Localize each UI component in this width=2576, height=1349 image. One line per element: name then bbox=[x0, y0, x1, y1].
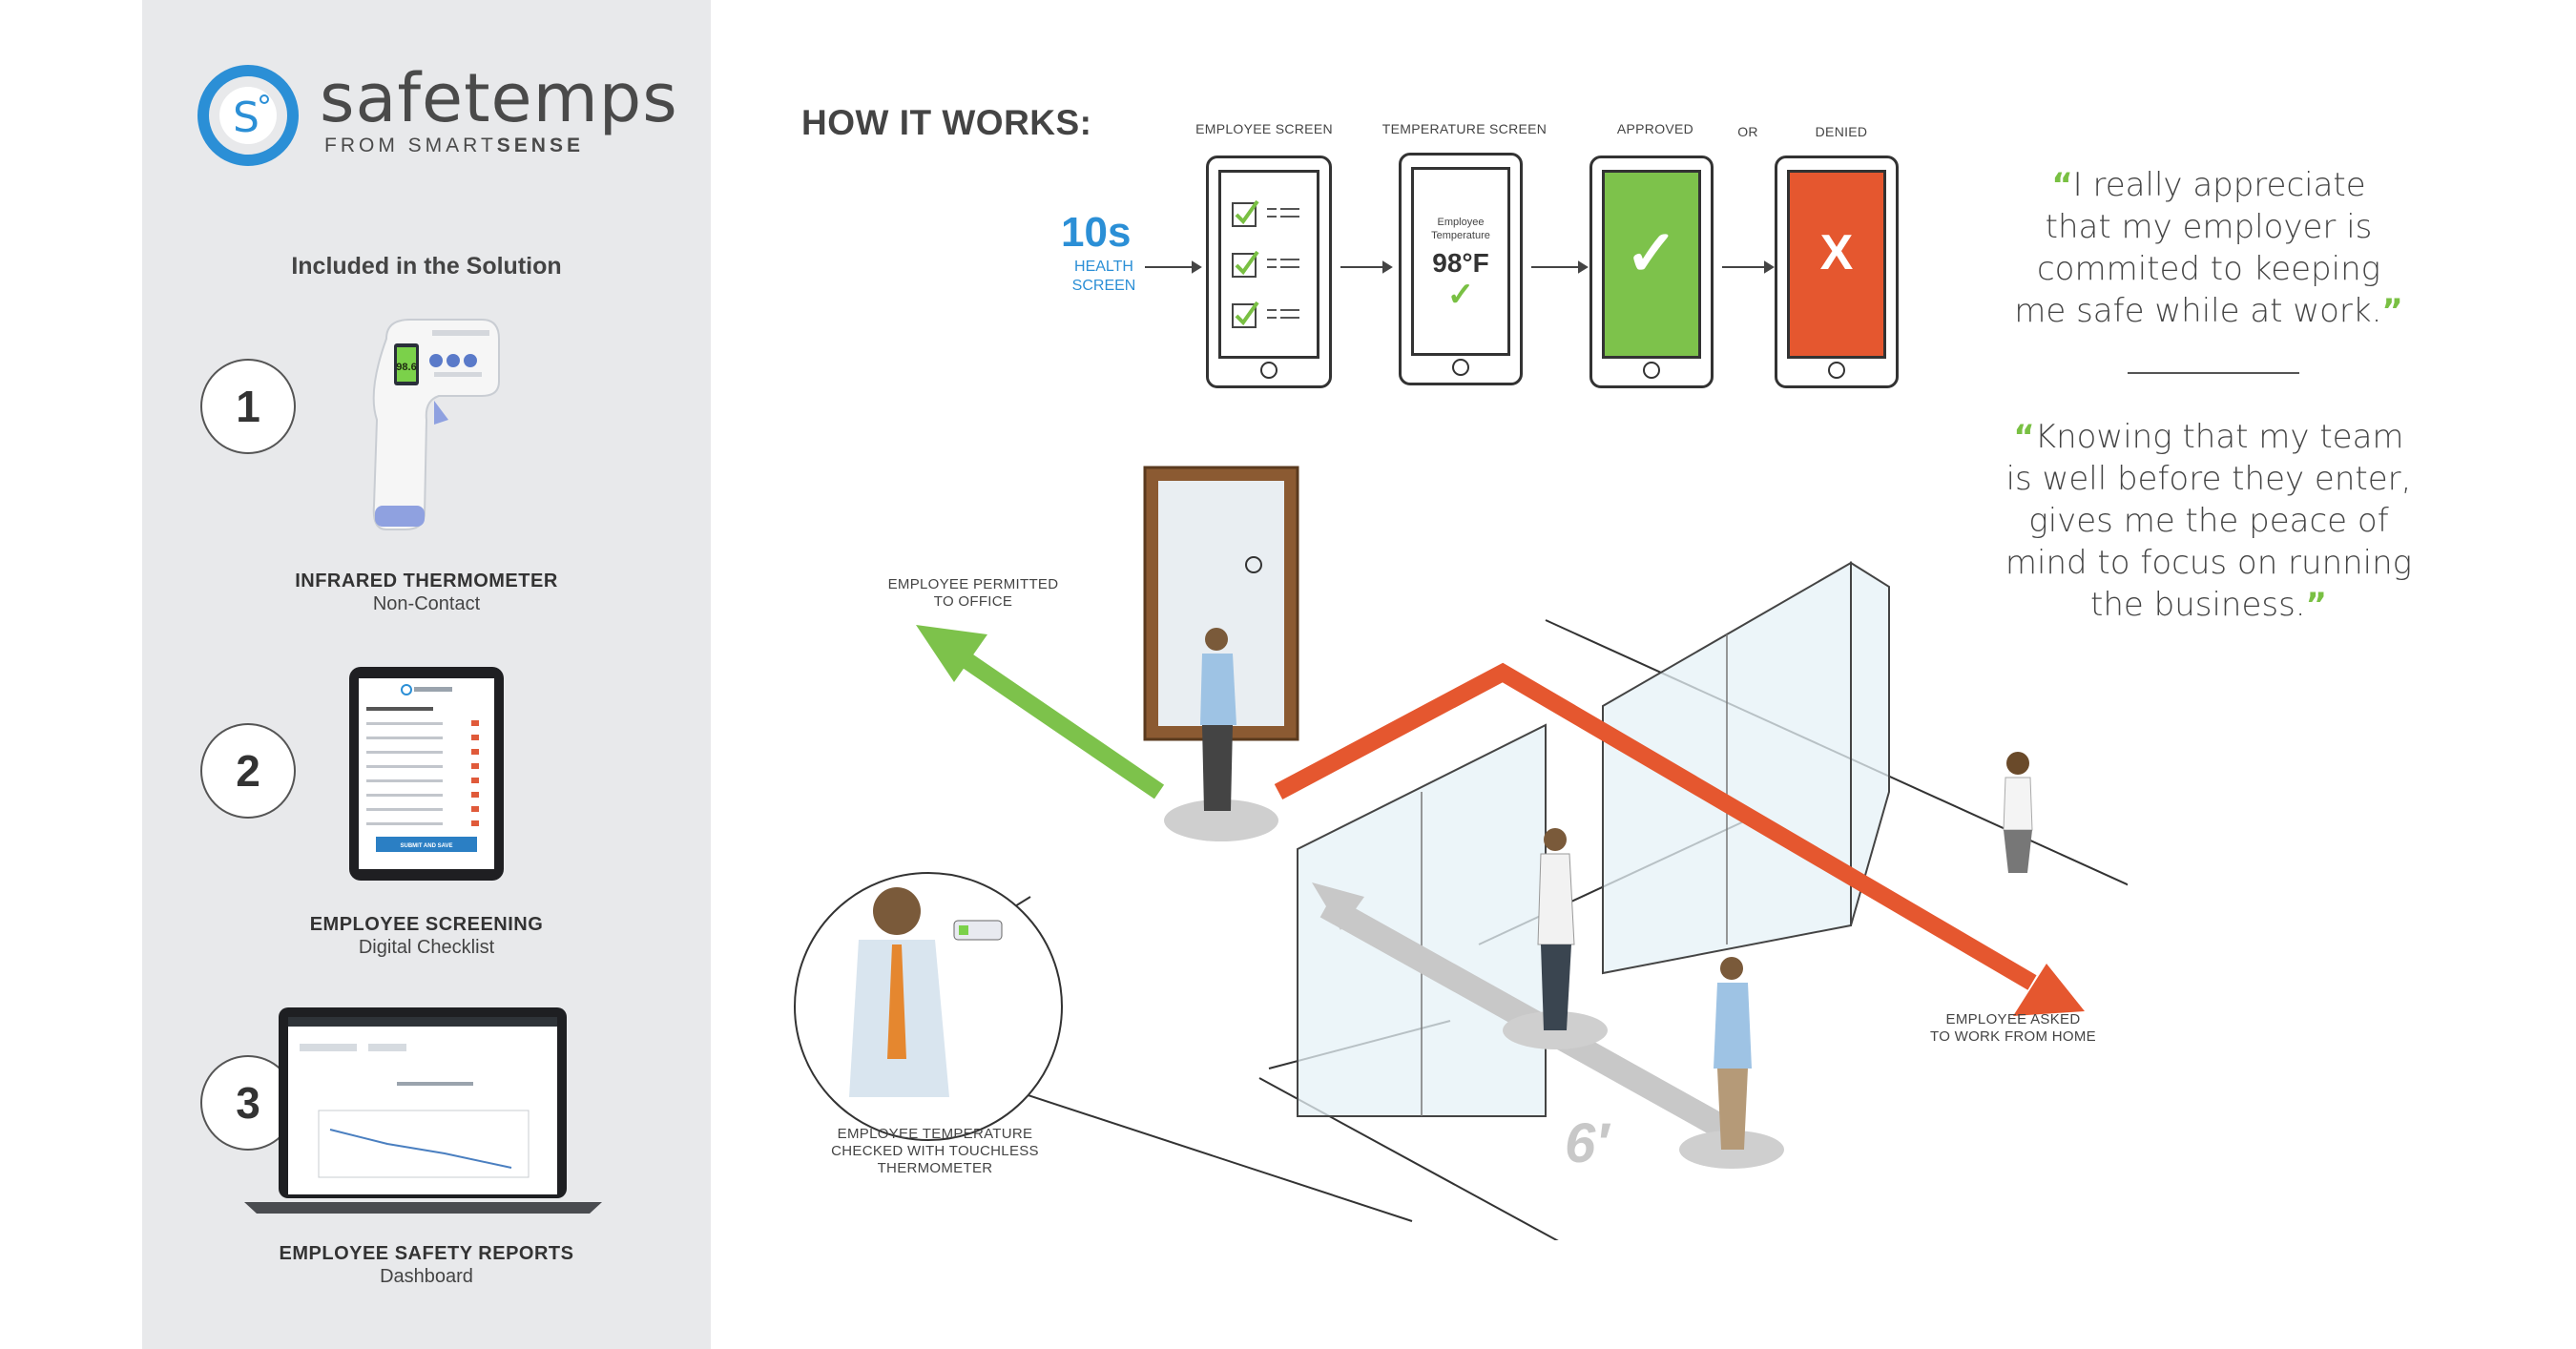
quote-1: “I really appreciate that my employer is… bbox=[2014, 166, 2403, 330]
distance-label: 6′ bbox=[1565, 1112, 1610, 1174]
item-subtitle-thermometer: Non-Contact bbox=[372, 593, 481, 614]
temp-reading: 98°F bbox=[1432, 248, 1489, 278]
laptop-icon bbox=[244, 1007, 602, 1214]
item-title-screening: EMPLOYEE SCREENING bbox=[309, 914, 544, 935]
phone-denied: X bbox=[1775, 156, 1899, 388]
item-title-reports: EMPLOYEE SAFETY REPORTS bbox=[279, 1243, 574, 1264]
quote-2: “Knowing that my team is well before the… bbox=[2005, 418, 2413, 624]
flow-arrows bbox=[1145, 260, 1775, 274]
item-title-thermometer: INFRARED THERMOMETER bbox=[295, 571, 558, 591]
thermometer-icon: 98.6 bbox=[372, 319, 500, 530]
step-number-2: 2 bbox=[200, 723, 296, 819]
item-subtitle-reports: Dashboard bbox=[380, 1266, 473, 1287]
phone-approved: ✓ bbox=[1589, 156, 1714, 388]
office-entry-illustration: 6′ bbox=[794, 466, 2128, 1240]
brand-name: safetemps bbox=[320, 59, 678, 137]
label-denied: DENIED bbox=[1815, 124, 1868, 139]
logo-letter: S bbox=[233, 93, 260, 142]
how-it-works-title: HOW IT WORKS: bbox=[801, 103, 1092, 142]
quote-divider bbox=[2128, 372, 2299, 374]
label-approved: APPROVED bbox=[1616, 121, 1694, 136]
label-or: OR bbox=[1737, 124, 1758, 139]
check-icon: ✓ bbox=[1446, 277, 1475, 313]
temperature-check-inset-icon bbox=[849, 887, 1003, 1097]
label-employee-screen: EMPLOYEE SCREEN bbox=[1195, 121, 1333, 136]
brand-subtitle: FROM SMARTSENSE bbox=[324, 135, 584, 156]
tablet-submit-label: SUBMIT AND SAVE bbox=[400, 843, 452, 849]
step-number-1: 1 bbox=[200, 359, 296, 454]
label-temperature-screen: TEMPERATURE SCREEN bbox=[1381, 121, 1548, 136]
person-with-phone-icon bbox=[1537, 828, 1575, 1030]
woman-going-home-icon bbox=[2003, 752, 2033, 873]
person-at-door-icon bbox=[1200, 628, 1236, 811]
time-value: 10s bbox=[1061, 209, 1132, 256]
safetemps-logo-icon: S bbox=[197, 65, 299, 166]
checklist-icon bbox=[1232, 199, 1299, 328]
item-subtitle-screening: Digital Checklist bbox=[358, 937, 495, 958]
section-title: Included in the Solution bbox=[291, 253, 562, 280]
distanced-person-icon bbox=[1714, 957, 1752, 1150]
tablet-icon: SUBMIT AND SAVE bbox=[349, 667, 504, 881]
phone-employee-screen bbox=[1206, 156, 1332, 388]
approved-check-icon: ✓ bbox=[1625, 218, 1678, 288]
thermometer-reading: 98.6 bbox=[396, 362, 416, 373]
denied-x-icon: X bbox=[1819, 225, 1854, 280]
